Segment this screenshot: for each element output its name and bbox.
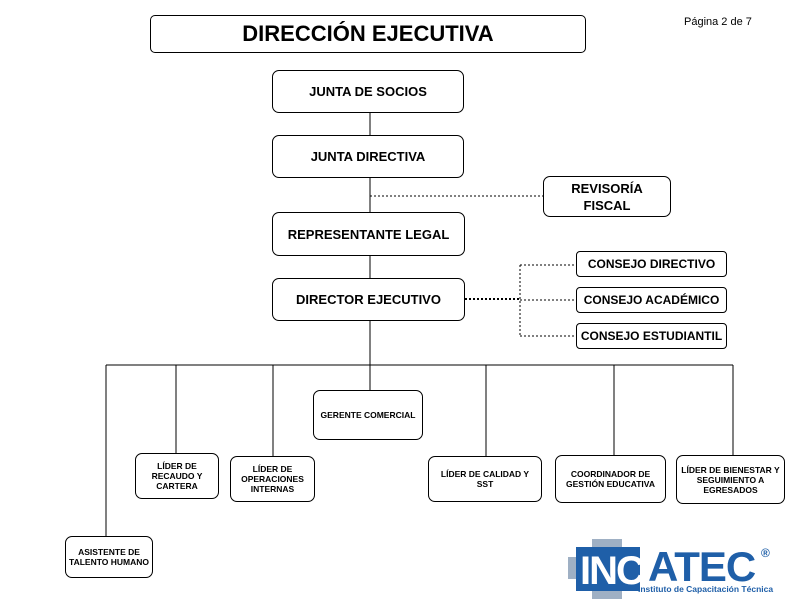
node-junta-socios: JUNTA DE SOCIOS <box>272 70 464 113</box>
node-coordinador-gestion: COORDINADOR DE GESTIÓN EDUCATIVA <box>555 455 666 503</box>
svg-text:®: ® <box>761 546 770 560</box>
svg-text:Instituto de Capacitación Técn: Instituto de Capacitación Técnica <box>638 584 773 594</box>
node-lider-calidad: LÍDER DE CALIDAD Y SST <box>428 456 542 502</box>
node-lider-recaudo: LÍDER DE RECAUDO Y CARTERA <box>135 453 219 499</box>
page-title: DIRECCIÓN EJECUTIVA <box>150 15 586 53</box>
node-lider-operaciones: LÍDER DE OPERACIONES INTERNAS <box>230 456 315 502</box>
node-revisoria-fiscal: REVISORÍA FISCAL <box>543 176 671 217</box>
svg-text:ATEC: ATEC <box>648 543 756 590</box>
svg-text:INC: INC <box>580 549 644 593</box>
node-consejo-academico: CONSEJO ACADÉMICO <box>576 287 727 313</box>
node-lider-bienestar: LÍDER DE BIENESTAR Y SEGUIMIENTO A EGRES… <box>676 455 785 504</box>
node-consejo-directivo: CONSEJO DIRECTIVO <box>576 251 727 277</box>
incatec-logo: INC ATEC ® Instituto de Capacitación Téc… <box>568 535 778 601</box>
node-consejo-estudiantil: CONSEJO ESTUDIANTIL <box>576 323 727 349</box>
page-number: Página 2 de 7 <box>684 16 752 28</box>
node-gerente-comercial: GERENTE COMERCIAL <box>313 390 423 440</box>
node-director-ejecutivo: DIRECTOR EJECUTIVO <box>272 278 465 321</box>
node-junta-directiva: JUNTA DIRECTIVA <box>272 135 464 178</box>
node-representante-legal: REPRESENTANTE LEGAL <box>272 212 465 256</box>
node-asistente-talento-humano: ASISTENTE DE TALENTO HUMANO <box>65 536 153 578</box>
